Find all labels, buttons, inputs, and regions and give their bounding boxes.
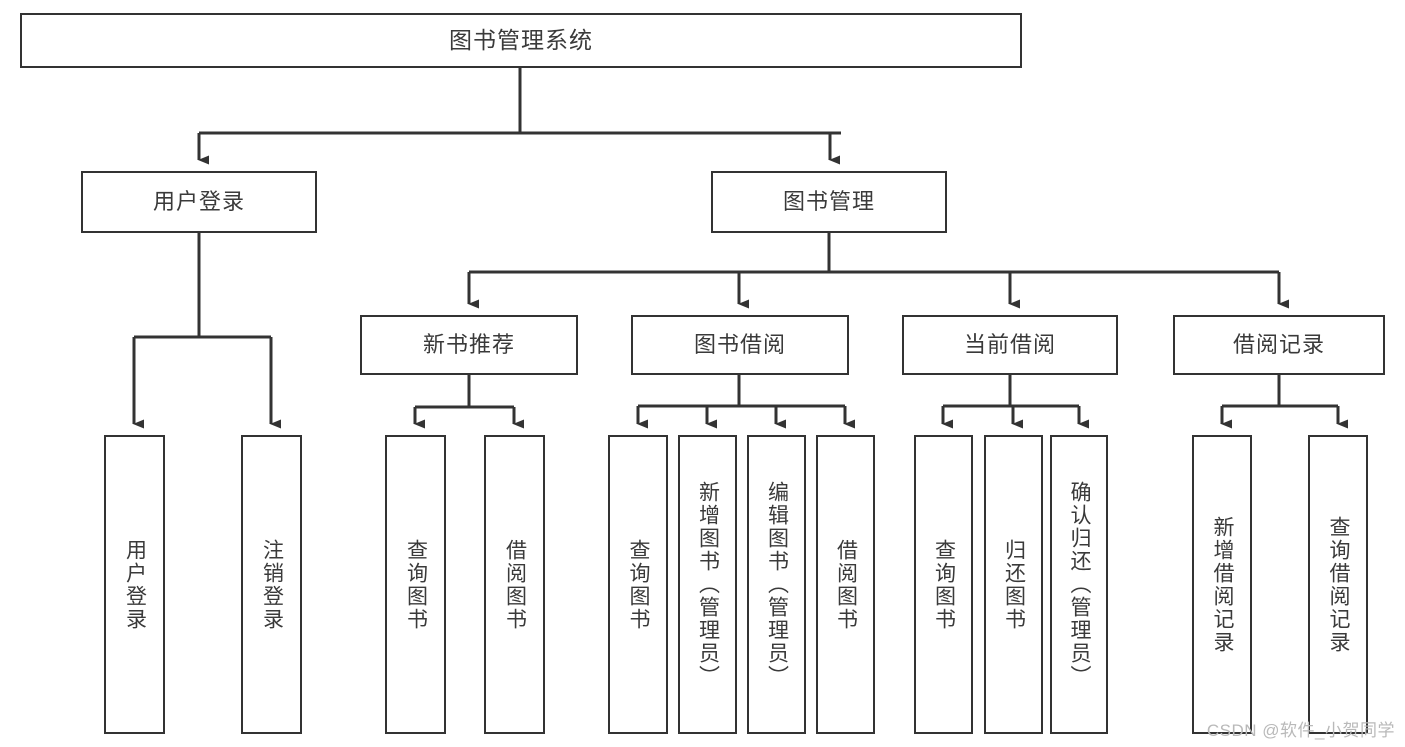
node-leaf-return-book[interactable]: 归还图书 xyxy=(984,435,1043,734)
node-new-book-rec-label: 新书推荐 xyxy=(422,332,515,358)
node-leaf-confirm-return[interactable]: 确认归还（管理员） xyxy=(1050,435,1108,734)
node-leaf-query-book-1-label: 查询图书 xyxy=(404,538,428,631)
node-leaf-borrow-book-2-label: 借阅图书 xyxy=(834,538,858,631)
node-leaf-query-book-2[interactable]: 查询图书 xyxy=(608,435,668,734)
node-leaf-query-book-1[interactable]: 查询图书 xyxy=(385,435,446,734)
node-leaf-edit-book-label: 编辑图书（管理员） xyxy=(765,481,789,688)
node-root-label: 图书管理系统 xyxy=(449,26,593,53)
node-leaf-query-book-2-label: 查询图书 xyxy=(627,538,651,631)
node-current-borrow-label: 当前借阅 xyxy=(963,332,1056,358)
node-book-borrow-label: 图书借阅 xyxy=(693,332,786,358)
node-leaf-add-book[interactable]: 新增图书（管理员） xyxy=(678,435,737,734)
node-user-login[interactable]: 用户登录 xyxy=(81,171,317,233)
node-leaf-confirm-return-label: 确认归还（管理员） xyxy=(1068,481,1092,688)
node-book-borrow[interactable]: 图书借阅 xyxy=(631,315,849,375)
node-leaf-borrow-book-1[interactable]: 借阅图书 xyxy=(484,435,545,734)
node-borrow-record-label: 借阅记录 xyxy=(1232,332,1325,358)
watermark: CSDN @软件_小贺同学 xyxy=(1206,721,1395,740)
node-leaf-logout-login[interactable]: 注销登录 xyxy=(241,435,302,734)
node-leaf-user-login[interactable]: 用户登录 xyxy=(104,435,165,734)
node-leaf-query-record-label: 查询借阅记录 xyxy=(1327,515,1351,654)
node-borrow-record[interactable]: 借阅记录 xyxy=(1173,315,1385,375)
node-root[interactable]: 图书管理系统 xyxy=(20,13,1022,68)
node-leaf-logout-login-label: 注销登录 xyxy=(260,538,284,631)
node-leaf-query-book-3-label: 查询图书 xyxy=(932,538,956,631)
node-leaf-return-book-label: 归还图书 xyxy=(1002,538,1026,631)
node-leaf-borrow-book-2[interactable]: 借阅图书 xyxy=(816,435,875,734)
node-book-manage[interactable]: 图书管理 xyxy=(711,171,947,233)
node-book-manage-label: 图书管理 xyxy=(782,189,875,215)
node-user-login-label: 用户登录 xyxy=(152,189,245,215)
node-leaf-edit-book[interactable]: 编辑图书（管理员） xyxy=(747,435,806,734)
node-leaf-add-record-label: 新增借阅记录 xyxy=(1211,515,1235,654)
node-leaf-user-login-label: 用户登录 xyxy=(123,538,147,631)
node-leaf-add-book-label: 新增图书（管理员） xyxy=(696,481,720,688)
node-leaf-add-record[interactable]: 新增借阅记录 xyxy=(1192,435,1252,734)
node-current-borrow[interactable]: 当前借阅 xyxy=(902,315,1118,375)
node-leaf-query-book-3[interactable]: 查询图书 xyxy=(914,435,973,734)
node-new-book-rec[interactable]: 新书推荐 xyxy=(360,315,578,375)
node-leaf-query-record[interactable]: 查询借阅记录 xyxy=(1308,435,1368,734)
node-leaf-borrow-book-1-label: 借阅图书 xyxy=(503,538,527,631)
